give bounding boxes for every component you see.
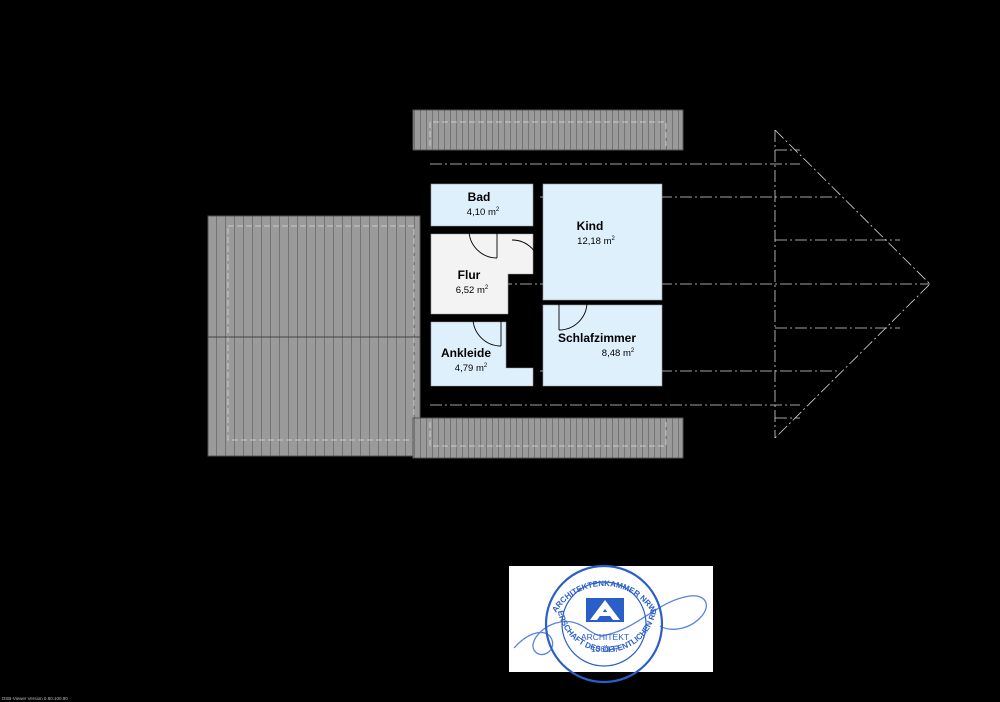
- room-name: Flur: [458, 268, 481, 282]
- door-ankleide-icon: [472, 317, 502, 347]
- room-name: Bad: [468, 190, 491, 204]
- room-name: Kind: [577, 219, 604, 233]
- chamber-logo-icon: [586, 598, 624, 622]
- room-kind: Kind 12,18 m2: [542, 183, 663, 301]
- room-area: 12,18 m2: [577, 236, 615, 247]
- room-ankleide: Ankleide 4,79 m2: [430, 321, 534, 387]
- roof-dormer-top: [412, 109, 684, 151]
- stamp-role: ARCHITEKT: [581, 632, 629, 642]
- door-swings: [468, 229, 588, 347]
- stamp-number: 106037: [591, 644, 620, 654]
- room-area: 4,10 m2: [467, 207, 500, 218]
- viewer-footer: DSB-Viewer Version 0.80.100.90: [2, 696, 68, 701]
- room-name: Ankleide: [441, 346, 491, 360]
- roof-dormer-bottom: [412, 417, 684, 459]
- room-bad: Bad 4,10 m2: [430, 183, 534, 227]
- room-area: 6,52 m2: [456, 285, 489, 296]
- door-bad-icon: [468, 229, 498, 259]
- door-schlafzimmer-icon: [558, 301, 588, 331]
- signature-icon: [513, 595, 707, 656]
- room-area: 4,79 m2: [455, 363, 488, 374]
- door-kind-icon: [511, 239, 541, 269]
- room-name: Schlafzimmer: [558, 331, 636, 345]
- roof-left: [207, 215, 421, 457]
- room-schlafzimmer: Schlafzimmer 8,48 m2: [542, 304, 663, 387]
- room-flur: Flur 6,52 m2: [430, 233, 534, 315]
- room-area: 8,48 m2: [602, 348, 635, 359]
